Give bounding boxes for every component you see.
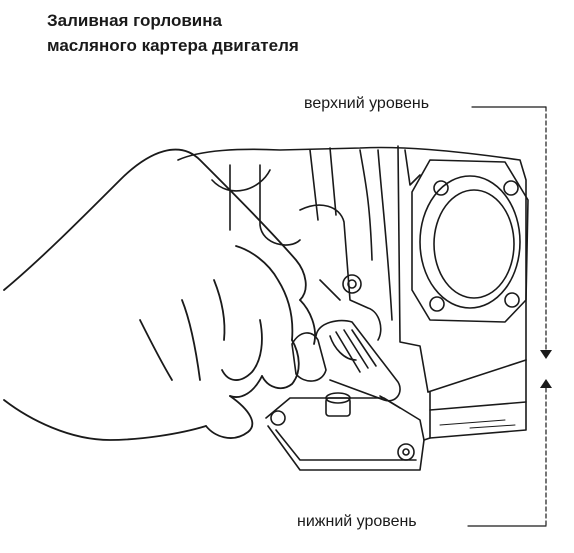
upper-level-label: верхний уровень bbox=[304, 95, 430, 112]
title-line-2: масляного картера двигателя bbox=[47, 36, 299, 55]
filler-cap bbox=[291, 319, 401, 409]
diagram-title: Заливная горловина масляного картера дви… bbox=[47, 8, 299, 58]
title-line-1: Заливная горловина bbox=[47, 11, 222, 30]
hand bbox=[3, 148, 316, 441]
lower-level-label: нижний уровень bbox=[297, 513, 417, 530]
engine-block bbox=[177, 145, 527, 439]
upper-arrow-icon bbox=[540, 350, 552, 359]
level-indicator bbox=[467, 106, 552, 527]
oil-sump bbox=[265, 392, 431, 471]
flange bbox=[411, 159, 529, 323]
bracket bbox=[299, 204, 382, 341]
